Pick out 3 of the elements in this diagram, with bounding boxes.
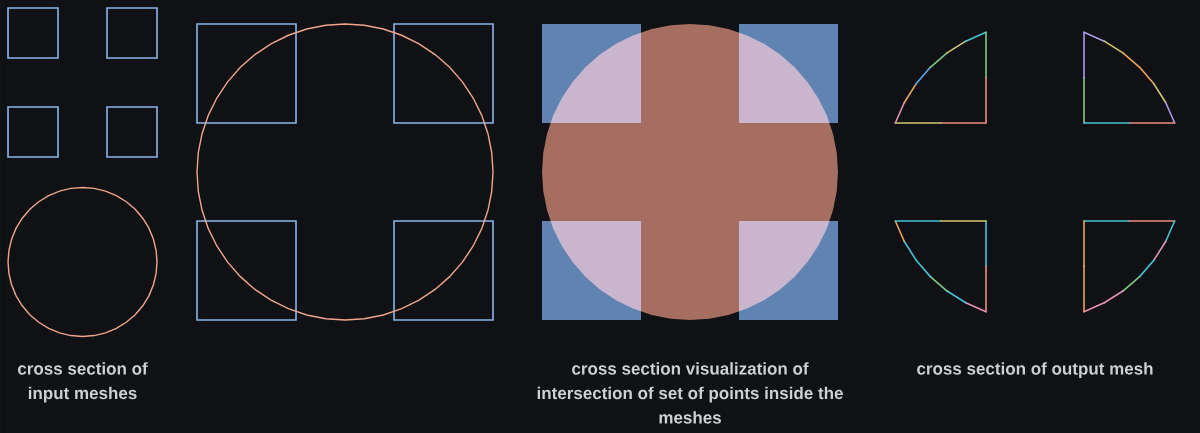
caption: cross section of input meshes xyxy=(18,362,148,403)
caption: cross section of output mesh xyxy=(917,362,1153,379)
caption: cross section visualization of intersection of set of points inside the meshes xyxy=(537,362,843,424)
